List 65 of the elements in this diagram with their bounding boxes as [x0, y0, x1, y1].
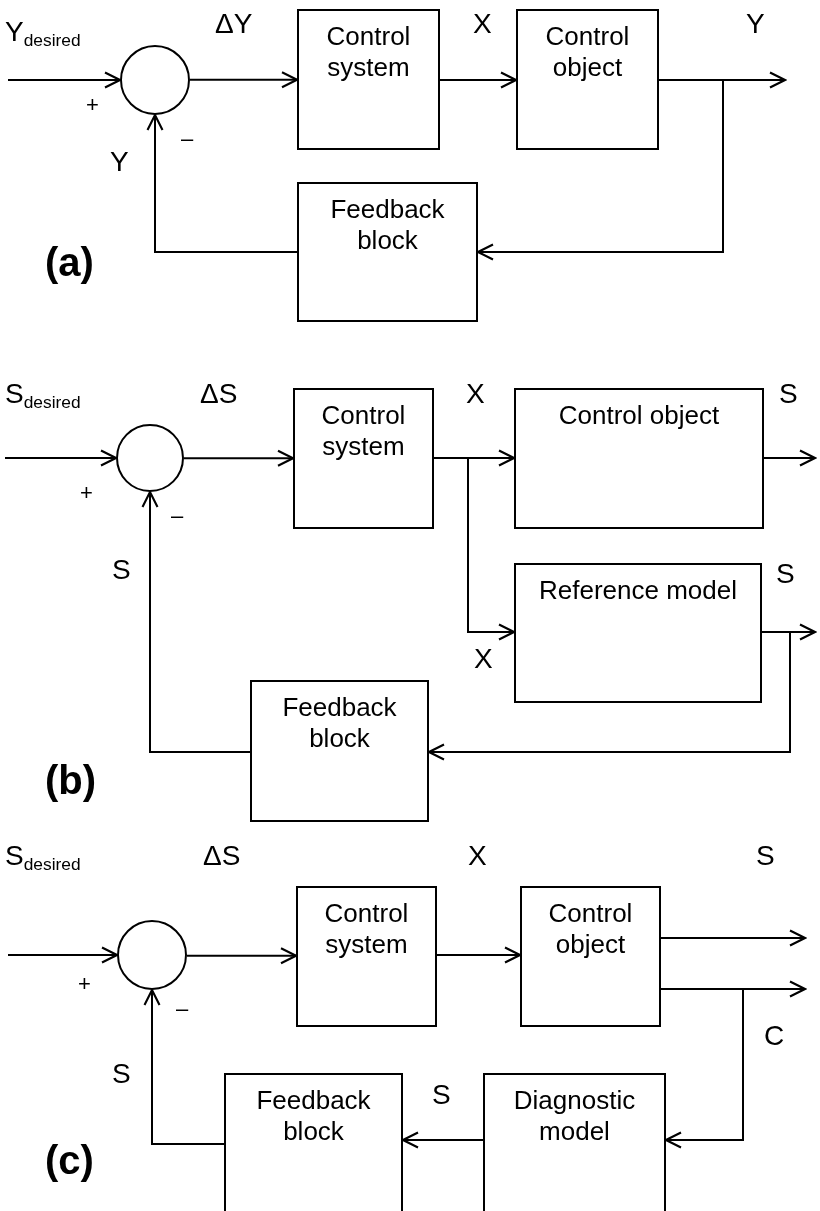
arrow [660, 929, 807, 947]
process-box [483, 1073, 666, 1211]
process-box [520, 886, 661, 1027]
arrow [436, 946, 522, 964]
panel-label: (b) [45, 760, 97, 800]
process-box [250, 680, 429, 822]
arrow [7, 71, 122, 89]
signal-label: S$_{desired}$ [5, 842, 81, 874]
arrow [7, 946, 119, 964]
signal-label: X [466, 380, 485, 408]
signal-label: Y [110, 148, 129, 176]
block-label: Control object [558, 400, 720, 432]
process-box [516, 9, 659, 150]
signal-label: Y$_{desired}$ [5, 18, 81, 50]
block-label: Feedback block [255, 1085, 372, 1148]
process-box [224, 1073, 403, 1211]
block-label: Control object [544, 21, 631, 84]
process-box [296, 886, 437, 1027]
arrow [660, 988, 744, 1149]
sign-label: + [78, 973, 91, 995]
signal-label: Y [746, 10, 765, 38]
arrow [4, 449, 118, 467]
arrow [183, 449, 295, 467]
block-label: Reference model [539, 575, 737, 607]
sign-label: – [171, 505, 184, 527]
signal-label: S$_{desired}$ [5, 380, 81, 412]
block-label: Control system [325, 21, 412, 84]
panel-label: (c) [45, 1140, 94, 1180]
arrow [186, 947, 298, 965]
signal-label: C [764, 1022, 785, 1050]
signal-label: ΔS [203, 842, 241, 870]
arrow [763, 449, 817, 467]
arrow [143, 988, 225, 1145]
signal-label: S [432, 1081, 451, 1109]
signal-label: S [112, 556, 131, 584]
block-label: Control system [320, 400, 407, 463]
arrow [433, 457, 516, 641]
sign-label: – [181, 128, 194, 150]
process-box [297, 182, 478, 322]
block-label: Control system [323, 898, 410, 961]
signal-label: S [756, 842, 775, 870]
sign-label: – [176, 998, 189, 1020]
signal-label: ΔY [215, 10, 253, 38]
signal-label: S [776, 560, 795, 588]
process-box [514, 388, 764, 529]
signal-label: S [779, 380, 798, 408]
block-label: Feedback block [329, 194, 446, 257]
signal-label: ΔS [200, 380, 238, 408]
process-box [293, 388, 434, 529]
block-label: Diagnostic model [512, 1085, 637, 1148]
signal-label: X [468, 842, 487, 870]
block-label: Feedback block [281, 692, 398, 755]
panel-label: (a) [45, 242, 94, 282]
signal-label: S [112, 1060, 131, 1088]
process-box [297, 9, 440, 150]
arrow [439, 71, 518, 89]
arrow [189, 71, 299, 89]
process-box [514, 563, 762, 703]
arrow [141, 490, 251, 753]
sign-label: + [80, 482, 93, 504]
signal-label: X [474, 645, 493, 673]
block-label: Control object [547, 898, 634, 961]
arrow [146, 113, 298, 253]
signal-label: X [473, 10, 492, 38]
sign-label: + [86, 94, 99, 116]
